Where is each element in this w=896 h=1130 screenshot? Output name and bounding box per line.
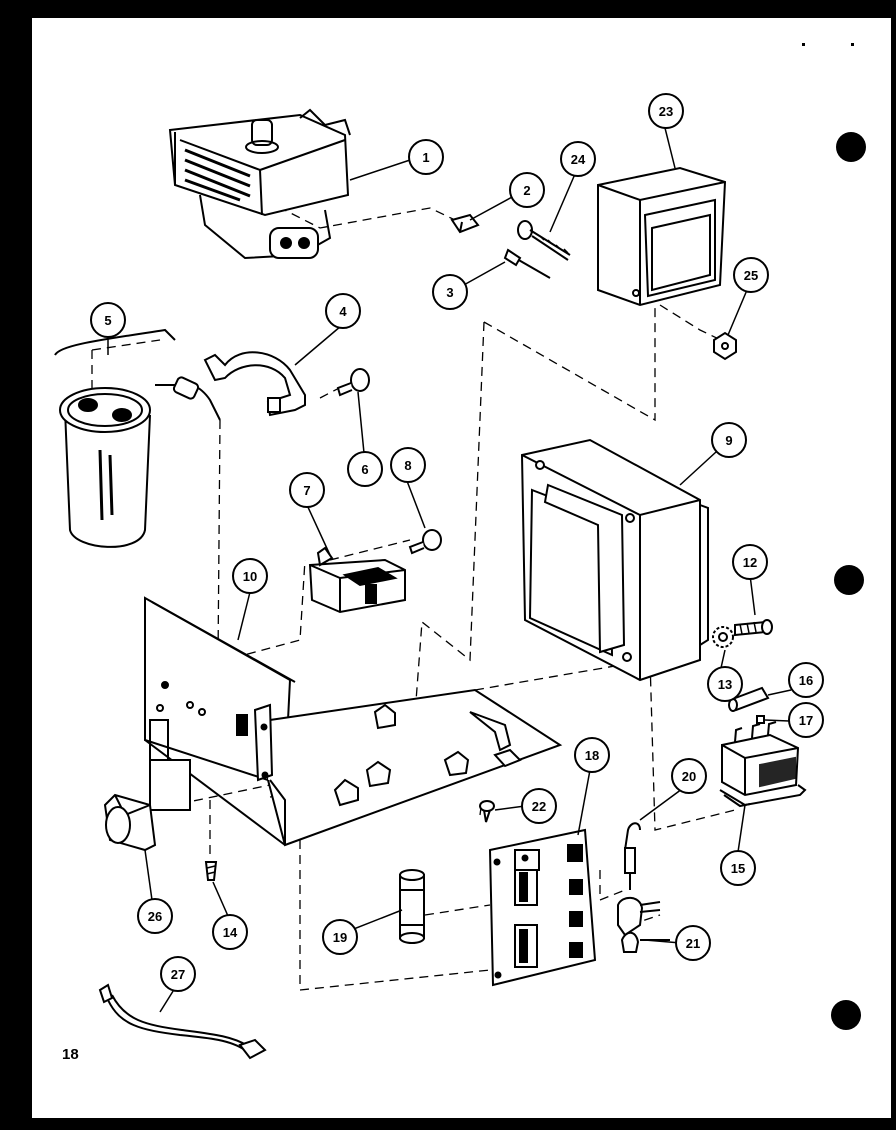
svg-text:4: 4 <box>339 304 347 319</box>
svg-text:15: 15 <box>731 861 745 876</box>
svg-text:22: 22 <box>532 799 546 814</box>
callout-4: 4 <box>325 293 361 329</box>
svg-text:25: 25 <box>744 268 758 283</box>
callout-23: 23 <box>648 93 684 129</box>
nut-part <box>713 331 737 361</box>
callout-3: 3 <box>432 274 468 310</box>
callout-24: 24 <box>560 141 596 177</box>
callout-15: 15 <box>720 850 756 886</box>
svg-text:17: 17 <box>799 713 813 728</box>
screw-part <box>204 861 218 881</box>
screw-part <box>479 800 495 823</box>
callout-10: 10 <box>232 558 268 594</box>
relay-part <box>719 721 807 808</box>
circuit-board-part <box>488 828 597 987</box>
connector-part <box>756 715 765 724</box>
callout-19: 19 <box>322 919 358 955</box>
callout-14: 14 <box>212 914 248 950</box>
chassis-base-part <box>144 596 563 847</box>
binder-hole-bottom <box>831 1000 861 1030</box>
diode-part <box>624 822 641 890</box>
washer-part <box>712 626 734 648</box>
corner-mark <box>802 43 805 46</box>
svg-text:5: 5 <box>104 313 111 328</box>
page-number: 18 <box>62 1046 79 1063</box>
screw-part <box>734 619 773 637</box>
edge-mark <box>12 882 18 890</box>
callout-7: 7 <box>289 472 325 508</box>
callout-18: 18 <box>574 737 610 773</box>
fuse-cartridge-part <box>399 869 425 944</box>
plug-part <box>617 896 670 953</box>
pin-part <box>503 248 551 279</box>
callout-12: 12 <box>732 544 768 580</box>
binder-hole-middle <box>834 565 864 595</box>
svg-text:12: 12 <box>743 555 757 570</box>
callout-27: 27 <box>160 956 196 992</box>
bracket-strap-part <box>203 351 306 417</box>
svg-text:13: 13 <box>718 677 732 692</box>
svg-text:26: 26 <box>148 909 162 924</box>
callout-16: 16 <box>788 662 824 698</box>
magnetron-part <box>168 108 351 260</box>
svg-text:24: 24 <box>571 152 586 167</box>
wire-harness-part <box>98 983 267 1060</box>
svg-text:19: 19 <box>333 930 347 945</box>
svg-text:2: 2 <box>523 183 530 198</box>
callout-21: 21 <box>675 925 711 961</box>
callout-22: 22 <box>521 788 557 824</box>
bolt-part <box>517 220 571 261</box>
screw-part <box>408 529 442 555</box>
svg-text:14: 14 <box>223 925 238 940</box>
callout-6: 6 <box>347 451 383 487</box>
svg-text:9: 9 <box>725 433 732 448</box>
callout-17: 17 <box>788 702 824 738</box>
callout-2: 2 <box>509 172 545 208</box>
corner-mark <box>851 43 854 46</box>
callout-bubbles: 1 2 3 4 5 6 7 8 9 10 12 13 14 15 16 17 1… <box>90 93 824 992</box>
callout-20: 20 <box>671 758 707 794</box>
svg-text:6: 6 <box>361 462 368 477</box>
transformer-large-part <box>520 438 709 682</box>
callout-25: 25 <box>733 257 769 293</box>
svg-text:1: 1 <box>422 150 429 165</box>
svg-text:8: 8 <box>404 458 411 473</box>
capacitor-part <box>54 328 221 548</box>
svg-text:20: 20 <box>682 769 696 784</box>
switch-block-part <box>308 546 406 614</box>
callout-leaders <box>107 123 792 1013</box>
binder-hole-top <box>836 132 866 162</box>
svg-text:7: 7 <box>303 483 310 498</box>
callout-13: 13 <box>707 666 743 702</box>
clip-bracket-part <box>103 793 157 852</box>
callout-8: 8 <box>390 447 426 483</box>
screw-part <box>336 368 370 397</box>
svg-text:18: 18 <box>585 748 599 763</box>
transformer-small-part <box>597 166 727 307</box>
callout-5: 5 <box>90 302 126 338</box>
svg-text:3: 3 <box>446 285 453 300</box>
svg-text:23: 23 <box>659 104 673 119</box>
svg-text:27: 27 <box>171 967 185 982</box>
svg-text:21: 21 <box>686 936 700 951</box>
svg-text:16: 16 <box>799 673 813 688</box>
callout-9: 9 <box>711 422 747 458</box>
svg-text:10: 10 <box>243 569 257 584</box>
callout-26: 26 <box>137 898 173 934</box>
callout-1: 1 <box>408 139 444 175</box>
